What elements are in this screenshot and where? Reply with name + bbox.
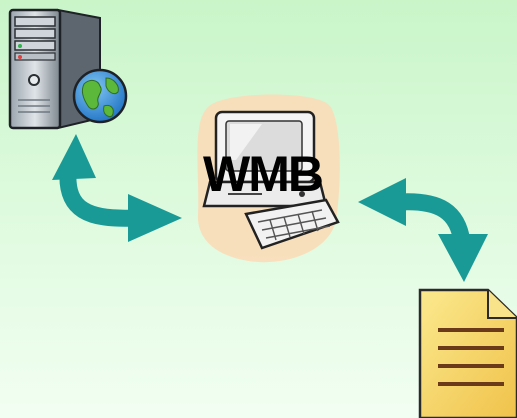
computer-document-arrow: [358, 178, 488, 282]
server-computer-arrow: [52, 134, 182, 242]
desktop-computer-icon: [197, 94, 340, 263]
document-icon: [418, 288, 517, 418]
wmb-label: WMB: [203, 146, 324, 202]
server-globe-icon: [8, 8, 128, 130]
